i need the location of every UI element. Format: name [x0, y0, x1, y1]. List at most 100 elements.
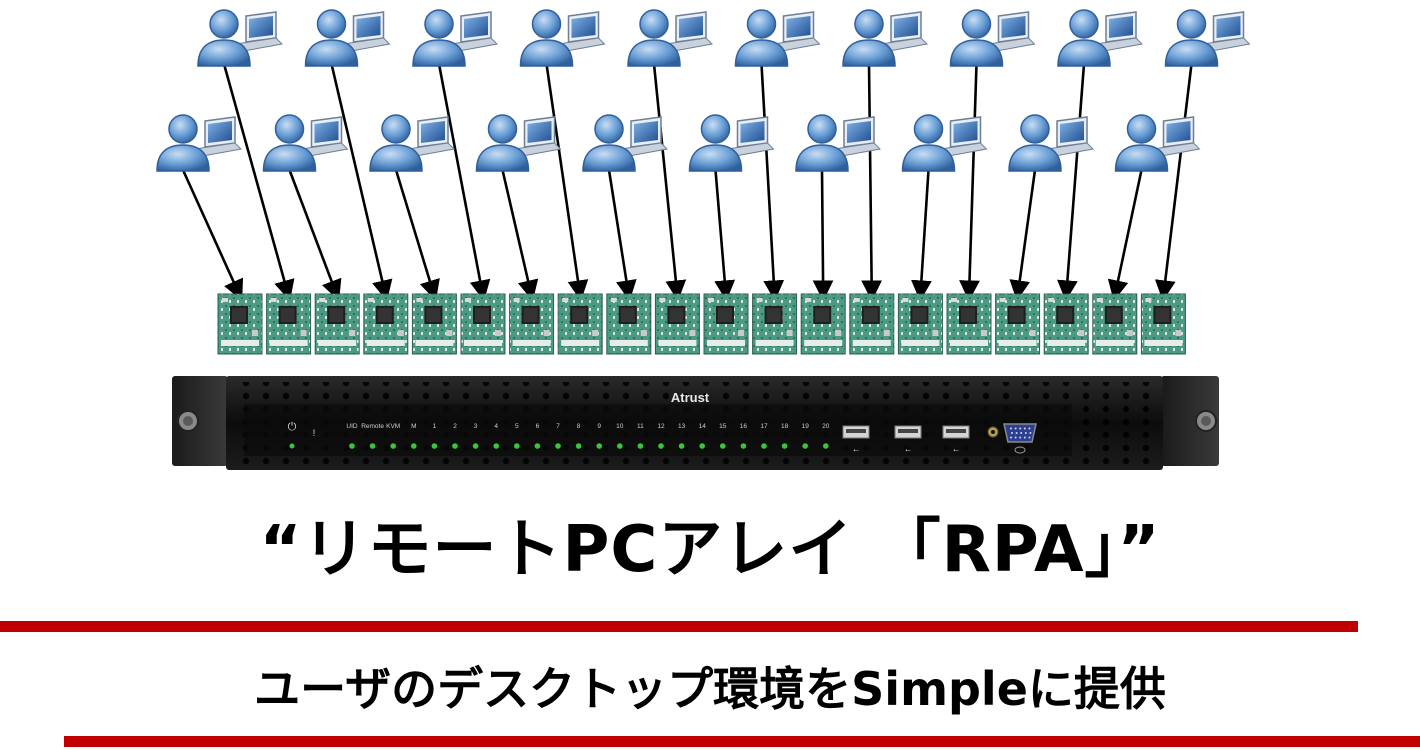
pc-module-15 [897, 293, 943, 355]
indicator-label: 6 [536, 423, 540, 430]
indicator-label: 5 [515, 423, 519, 430]
indicator-led [472, 443, 479, 449]
arrow-bottom-user-10 [1107, 169, 1143, 302]
indicator-label: 13 [678, 423, 686, 430]
indicator-led [575, 443, 582, 449]
svg-text:⭠: ⭠ [853, 446, 859, 454]
pc-module-20 [1140, 293, 1186, 355]
user-top-2 [304, 9, 391, 67]
arrow-bottom-user-8 [911, 169, 932, 302]
arrow-top-user-6 [760, 63, 785, 302]
pc-module-14 [849, 293, 895, 355]
indicator-label: KVM [386, 423, 400, 430]
indicator-led [740, 443, 747, 449]
indicator-led [555, 443, 561, 449]
indicator-label: Remote [361, 423, 384, 430]
usb-port-icon: ⭠ [942, 425, 970, 454]
indicator-led [514, 443, 520, 449]
user-bottom-7 [795, 114, 882, 172]
pc-module-9 [606, 293, 652, 355]
power-icon: ⏻ [288, 420, 297, 433]
red-divider-bottom [64, 736, 1420, 747]
indicator-label: 15 [719, 423, 727, 430]
user-top-8 [949, 9, 1036, 67]
indicator-led [658, 443, 664, 449]
indicator-label: 17 [760, 423, 768, 430]
indicator-label: M [411, 423, 416, 430]
user-top-5 [627, 9, 714, 67]
indicator-led [452, 443, 458, 449]
usb-port-icon: ⭠ [894, 425, 922, 454]
indicator-led [761, 443, 767, 449]
indicator-led [596, 443, 602, 449]
user-top-4 [519, 9, 606, 67]
indicator-label: 9 [597, 423, 601, 430]
pc-module-18 [1043, 293, 1089, 355]
pc-module-10 [654, 293, 700, 355]
arrow-top-user-3 [437, 63, 491, 302]
indicator-led [720, 443, 726, 449]
user-top-1 [197, 9, 284, 67]
indicator-label: 2 [453, 423, 457, 430]
arrow-bottom-user-7 [812, 169, 834, 302]
user-top-6 [734, 9, 821, 67]
arrow-top-user-4 [545, 63, 589, 302]
usb-port-icon: ⭠ [842, 425, 870, 454]
pc-module-16 [946, 293, 992, 355]
arrow-bottom-user-2 [288, 169, 342, 301]
arrow-top-user-2 [330, 63, 393, 302]
pc-module-7 [509, 293, 555, 355]
pc-module-19 [1092, 293, 1138, 355]
pc-module-5 [411, 293, 457, 355]
indicator-led [617, 443, 623, 449]
pc-module-1 [217, 293, 263, 355]
svg-text:⭠: ⭠ [905, 446, 911, 454]
indicator-led [411, 443, 417, 449]
indicator-label: 20 [822, 423, 830, 430]
indicator-led [823, 443, 829, 449]
brand-logo: Atrust [671, 390, 710, 405]
pc-modules-group [217, 293, 1186, 355]
indicator-led [390, 443, 397, 449]
arrow-top-user-9 [1057, 63, 1086, 302]
red-divider-top [0, 621, 1358, 632]
user-top-9 [1057, 9, 1144, 67]
pc-module-11 [703, 293, 749, 355]
indicator-label: 1 [433, 423, 437, 430]
indicator-label: 10 [616, 423, 624, 430]
alert-icon: ! [313, 428, 316, 438]
right-rack-ear [1161, 376, 1219, 466]
indicator-label: 12 [657, 423, 665, 430]
pc-module-3 [314, 293, 360, 355]
arrow-bottom-user-5 [607, 169, 637, 302]
svg-text:⭠: ⭠ [953, 446, 959, 454]
user-top-10 [1164, 9, 1251, 67]
vga-port-icon [1003, 423, 1037, 454]
pc-module-12 [752, 293, 798, 355]
user-bottom-9 [1008, 114, 1095, 172]
main-title: “リモートPCアレイ 「RPA」” [259, 513, 1161, 587]
arrow-top-user-5 [652, 63, 687, 302]
pc-module-13 [800, 293, 846, 355]
indicator-label: UID [346, 423, 358, 430]
indicator-led [637, 443, 644, 449]
arrow-top-user-8 [959, 63, 980, 302]
pc-module-6 [460, 293, 506, 355]
indicator-led [493, 443, 500, 449]
arrow-bottom-user-1 [181, 169, 244, 301]
left-rack-ear [172, 376, 228, 466]
connection-arrows [181, 63, 1193, 302]
audio-jack-icon [987, 426, 999, 438]
user-top-7 [842, 9, 929, 67]
power-led [289, 443, 295, 449]
io-ports: ⭠ ⭠ ⭠ [842, 423, 1037, 454]
indicator-led [781, 443, 788, 449]
arrow-bottom-user-4 [501, 169, 539, 302]
indicator-label: 3 [474, 423, 478, 430]
indicator-led [349, 443, 355, 449]
indicator-led [369, 443, 376, 449]
indicator-label: 7 [556, 423, 560, 430]
arrow-bottom-user-9 [1009, 169, 1037, 302]
